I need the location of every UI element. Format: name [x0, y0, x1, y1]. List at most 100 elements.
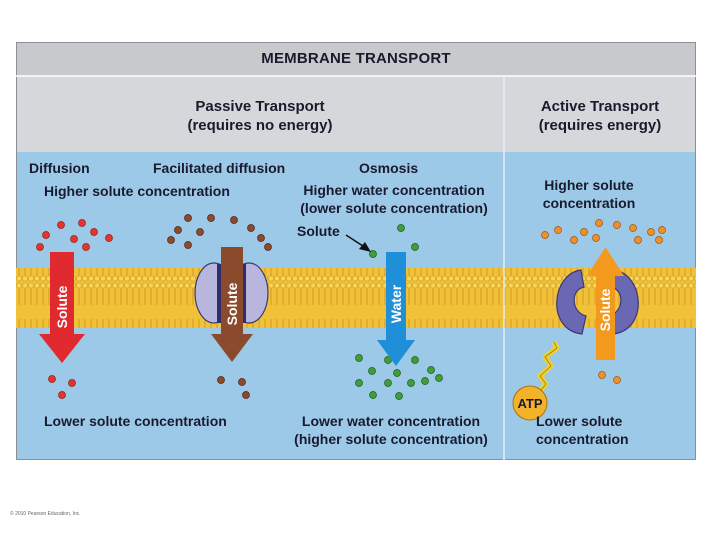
solute-dot — [613, 376, 621, 384]
solute-dot — [217, 376, 225, 384]
osmosis-bottom-label: Lower water concentration (higher solute… — [278, 412, 504, 448]
solute-dot — [384, 379, 392, 387]
solute-dot — [42, 231, 50, 239]
solute-dot — [369, 250, 377, 258]
solute-dot — [257, 234, 265, 242]
atp-molecule — [512, 385, 548, 421]
solute-dot — [541, 231, 549, 239]
solute-dot — [397, 224, 405, 232]
copyright-notice: © 2010 Pearson Education, Inc. — [10, 511, 81, 517]
osmosis-top-label: Higher water concentration (lower solute… — [284, 181, 504, 217]
membrane-transport-figure: Solute Solute — [16, 42, 696, 460]
diffusion-solutes — [36, 219, 113, 399]
solute-dot — [167, 236, 175, 244]
facilitated-solutes — [167, 214, 272, 399]
solute-dot — [658, 226, 666, 234]
osmosis-label: Osmosis — [359, 160, 419, 176]
solute-pointer-head — [359, 242, 371, 252]
solute-dot — [68, 379, 76, 387]
solute-dot — [70, 235, 78, 243]
osmosis-bottom-line2: (higher solute concentration) — [294, 431, 488, 447]
atp-label: ATP — [517, 396, 542, 411]
solute-dot — [369, 391, 377, 399]
solute-dot — [78, 219, 86, 227]
solute-dot — [421, 377, 429, 385]
lipid-bilayer — [16, 268, 696, 328]
solute-dot — [554, 226, 562, 234]
solute-dot — [580, 228, 588, 236]
solute-dot — [384, 356, 392, 364]
active-top-line2: concentration — [542, 195, 636, 211]
passive-transport-heading: Passive Transport (requires no energy) — [16, 97, 504, 135]
solute-dot — [105, 234, 113, 242]
active-top-label: Higher solute concentration — [516, 176, 662, 212]
solute-dot — [629, 224, 637, 232]
diffusion-bottom-label: Lower solute concentration — [44, 413, 227, 429]
solute-dot — [57, 221, 65, 229]
solute-dot — [58, 391, 66, 399]
solute-dot — [36, 243, 44, 251]
solute-dot — [82, 243, 90, 251]
facilitated-arrow-label: Solute — [224, 282, 240, 325]
active-arrow-label: Solute — [597, 288, 613, 331]
solute-dot — [595, 219, 603, 227]
solute-dot — [411, 243, 419, 251]
solute-dot — [647, 228, 655, 236]
energy-zigzag-outline — [537, 341, 558, 395]
water-arrow-label: Water — [388, 284, 404, 323]
diffusion-top-label: Higher solute concentration — [44, 183, 230, 199]
solute-dot — [247, 224, 255, 232]
solute-dot — [411, 356, 419, 364]
solute-dot — [355, 379, 363, 387]
solute-dot — [48, 375, 56, 383]
osmosis-bottom-line1: Lower water concentration — [301, 413, 481, 429]
diagram-artwork: Solute Solute — [16, 42, 696, 460]
active-bottom-line1: Lower solute — [536, 413, 623, 429]
solute-dot — [613, 221, 621, 229]
active-heading-text: Active Transport — [540, 98, 660, 115]
solute-dot — [184, 214, 192, 222]
pump-protein-left — [556, 269, 587, 335]
title-bar — [16, 42, 696, 76]
passive-subheading-text: (requires no energy) — [187, 117, 333, 134]
figure-border — [16, 42, 696, 460]
solute-dot — [368, 367, 376, 375]
active-subheading-text: (requires energy) — [538, 117, 662, 134]
osmosis-solutes — [355, 224, 443, 400]
solute-dot — [598, 371, 606, 379]
active-bottom-line2: concentration — [536, 431, 629, 447]
active-top-line1: Higher solute — [544, 177, 634, 193]
solute-dot — [196, 228, 204, 236]
active-solutes — [541, 219, 666, 384]
solute-dot — [90, 228, 98, 236]
solute-dot — [264, 243, 272, 251]
water-arrow — [377, 252, 415, 366]
active-arrow — [587, 247, 624, 360]
solute-dot — [634, 236, 642, 244]
solute-dot — [242, 391, 250, 399]
heading-bar — [16, 76, 696, 152]
solute-dot — [230, 216, 238, 224]
diffusion-arrow — [39, 252, 85, 363]
solute-dot — [174, 226, 182, 234]
diffusion-arrow-label: Solute — [54, 285, 70, 328]
solute-dot — [238, 378, 246, 386]
diffusion-label: Diffusion — [29, 160, 90, 176]
solute-dot — [395, 392, 403, 400]
solute-dot — [655, 236, 663, 244]
figure-title: MEMBRANE TRANSPORT — [261, 50, 451, 67]
facilitated-diffusion-label: Facilitated diffusion — [153, 160, 286, 176]
solute-dot — [570, 236, 578, 244]
solute-dot — [393, 369, 401, 377]
facilitated-arrow — [211, 247, 253, 362]
solute-dot — [407, 379, 415, 387]
solute-dot — [435, 374, 443, 382]
passive-heading-text: Passive Transport — [195, 98, 325, 115]
solute-dot — [207, 214, 215, 222]
osmosis-top-line2: (lower solute concentration) — [300, 200, 488, 216]
solute-dot — [592, 234, 600, 242]
active-transport-heading: Active Transport (requires energy) — [504, 97, 696, 135]
solute-dot — [427, 366, 435, 374]
active-bottom-label: Lower solute concentration — [536, 412, 662, 448]
solute-dot — [355, 354, 363, 362]
